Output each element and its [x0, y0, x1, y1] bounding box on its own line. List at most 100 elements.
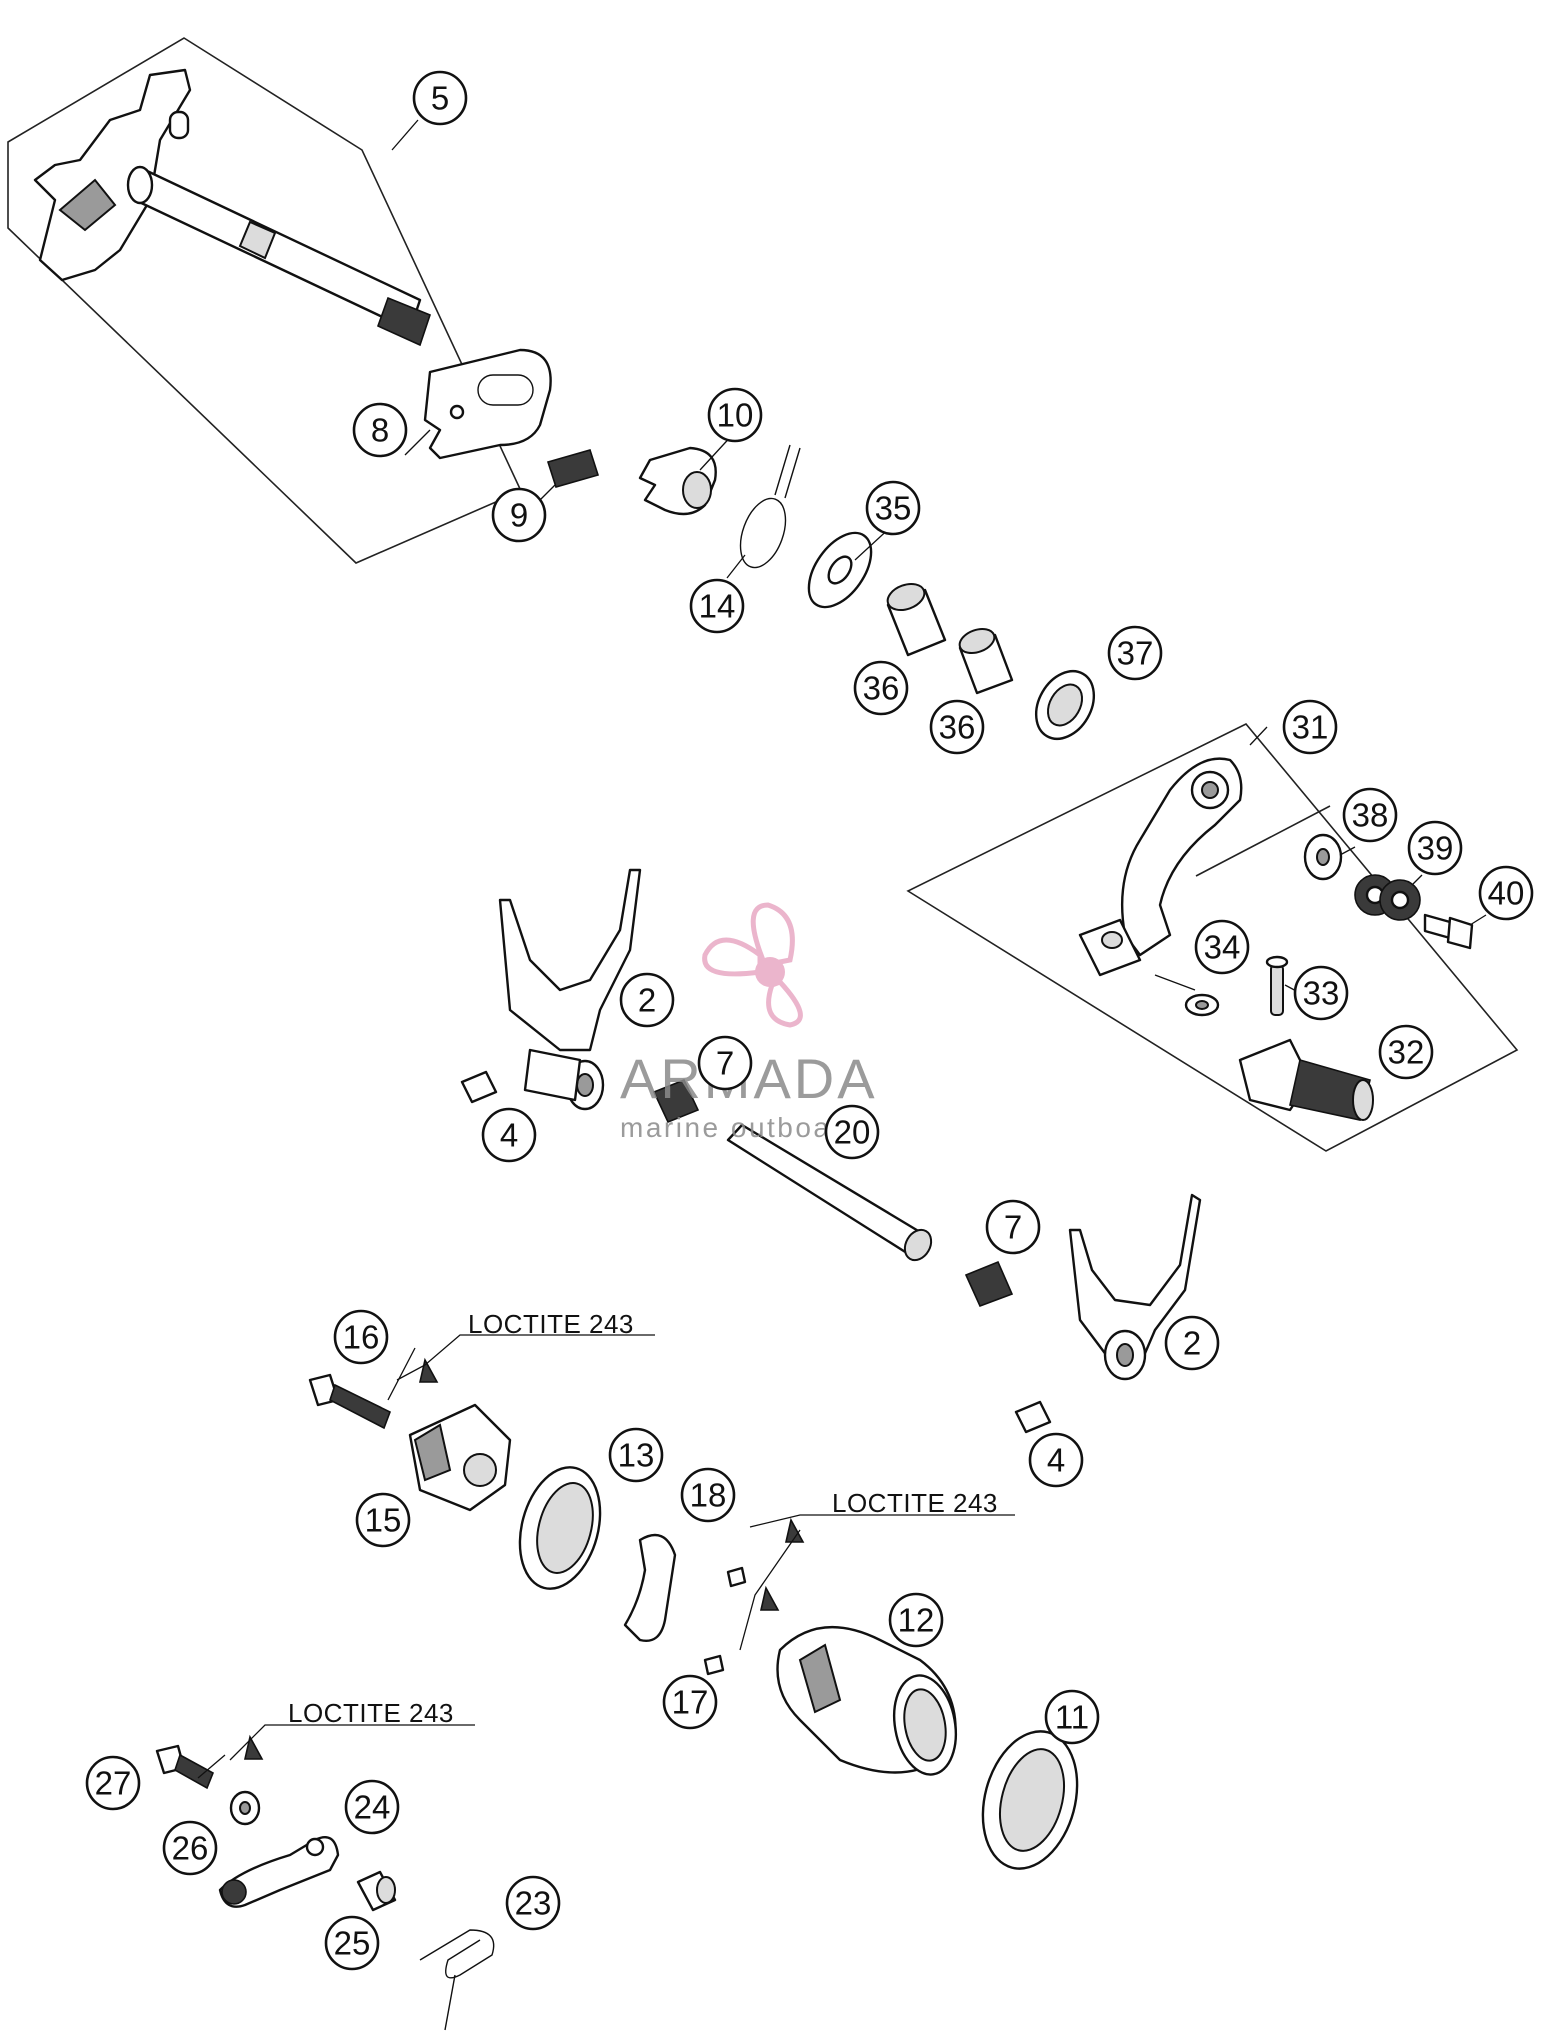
- svg-text:37: 37: [1117, 635, 1154, 672]
- washer-38: [1303, 833, 1343, 881]
- roller-25: [356, 1870, 397, 1912]
- shift-lever: [1078, 757, 1243, 977]
- callout-20: 20: [824, 1104, 880, 1160]
- loctite-note-text: LOCTITE 243: [468, 1309, 634, 1339]
- fork-rod-20: [726, 1123, 933, 1262]
- shift-drum-locating-15: [408, 1403, 512, 1512]
- callout-36a: 36: [853, 660, 909, 716]
- lock-washer-39: [1354, 874, 1421, 921]
- svg-text:8: 8: [371, 412, 389, 449]
- spring-23: [419, 1929, 495, 2031]
- propeller-icon: [702, 902, 803, 1028]
- callout-2b: 2: [1164, 1315, 1220, 1371]
- callout-37: 37: [1107, 625, 1163, 681]
- callout-5: 5: [412, 70, 468, 126]
- shift-fork-2b: [1068, 1193, 1202, 1381]
- svg-text:14: 14: [699, 588, 736, 625]
- svg-text:5: 5: [431, 80, 449, 117]
- shift-lever-group-box: [906, 723, 1519, 1152]
- svg-text:2: 2: [1183, 1325, 1201, 1362]
- svg-text:33: 33: [1303, 975, 1340, 1012]
- callout-32: 32: [1378, 1024, 1434, 1080]
- locking-plate: [423, 348, 552, 460]
- callout-11: 11: [1044, 1689, 1100, 1745]
- svg-text:31: 31: [1292, 709, 1329, 746]
- svg-text:7: 7: [716, 1045, 734, 1082]
- screw-16: [308, 1373, 392, 1430]
- svg-text:36: 36: [939, 709, 976, 746]
- loctite-note-1: LOCTITE 243: [468, 1309, 634, 1339]
- callout-10: 10: [707, 387, 763, 443]
- svg-text:27: 27: [95, 1765, 132, 1802]
- callout-33: 33: [1293, 965, 1349, 1021]
- callout-9: 9: [491, 487, 547, 543]
- callout-8: 8: [352, 402, 408, 458]
- svg-text:24: 24: [354, 1789, 391, 1826]
- shift-shaft: [33, 68, 431, 347]
- callout-40: 40: [1478, 865, 1534, 921]
- svg-text:11: 11: [1055, 1699, 1089, 1736]
- svg-text:25: 25: [334, 1925, 371, 1962]
- bushing-36b: [958, 627, 1014, 695]
- svg-text:4: 4: [500, 1117, 518, 1154]
- shift-lever-subgroup-line: [1195, 805, 1331, 877]
- seal-ring-37: [1034, 670, 1096, 740]
- callout-38: 38: [1342, 787, 1398, 843]
- svg-text:20: 20: [834, 1114, 871, 1151]
- callout-15: 15: [355, 1492, 411, 1548]
- svg-text:13: 13: [618, 1437, 655, 1474]
- svg-text:2: 2: [638, 982, 656, 1019]
- svg-text:12: 12: [898, 1602, 935, 1639]
- bushing-36a: [886, 582, 947, 657]
- bearing-11: [981, 1730, 1079, 1870]
- bearing-13: [518, 1466, 602, 1590]
- svg-text:40: 40: [1488, 875, 1525, 912]
- callout-17: 17: [662, 1674, 718, 1730]
- callout-18: 18: [680, 1467, 736, 1523]
- callout-26: 26: [162, 1820, 218, 1876]
- spring-7a: [652, 1078, 700, 1124]
- svg-text:39: 39: [1417, 830, 1454, 867]
- svg-text:32: 32: [1388, 1034, 1425, 1071]
- svg-text:10: 10: [717, 397, 754, 434]
- callout-4a: 4: [481, 1107, 537, 1163]
- guide-pin-4a: [460, 1070, 498, 1104]
- callout-35: 35: [865, 480, 921, 536]
- pin-33: [1265, 955, 1289, 1016]
- loctite-note-2: LOCTITE 243: [832, 1488, 997, 1518]
- svg-text:18: 18: [690, 1477, 727, 1514]
- loctite-note-3: LOCTITE 243: [288, 1698, 453, 1728]
- callout-4b: 4: [1028, 1432, 1084, 1488]
- guide-pin-4b: [1014, 1400, 1052, 1434]
- svg-text:38: 38: [1352, 797, 1389, 834]
- svg-text:23: 23: [515, 1885, 552, 1922]
- shift-guide: [638, 446, 717, 516]
- callout-34: 34: [1194, 919, 1250, 975]
- callout-7b: 7: [985, 1199, 1041, 1255]
- lock-lever-24: [218, 1835, 340, 1908]
- callout-27: 27: [85, 1755, 141, 1811]
- callout-23: 23: [505, 1875, 561, 1931]
- svg-text:35: 35: [875, 490, 912, 527]
- screw-27: [155, 1744, 215, 1790]
- svg-text:4: 4: [1047, 1442, 1065, 1479]
- shift-fork-2a: [498, 868, 642, 1111]
- spring-7b: [964, 1260, 1014, 1308]
- svg-text:15: 15: [365, 1502, 402, 1539]
- callout-14: 14: [689, 578, 745, 634]
- callout-36b: 36: [929, 699, 985, 755]
- callout-2a: 2: [619, 972, 675, 1028]
- callout-7a: 7: [697, 1035, 753, 1091]
- callout-12: 12: [888, 1592, 944, 1648]
- pin-34: [1184, 993, 1220, 1017]
- bearing-retainer-18: [623, 1533, 677, 1642]
- callout-24: 24: [344, 1779, 400, 1835]
- callout-39: 39: [1407, 820, 1463, 876]
- torsion-spring-loop: [739, 444, 801, 569]
- screws-17: [703, 1566, 747, 1676]
- svg-text:34: 34: [1204, 929, 1241, 966]
- svg-text:17: 17: [672, 1684, 709, 1721]
- washer-35: [807, 531, 873, 609]
- bolt-40: [1423, 913, 1474, 950]
